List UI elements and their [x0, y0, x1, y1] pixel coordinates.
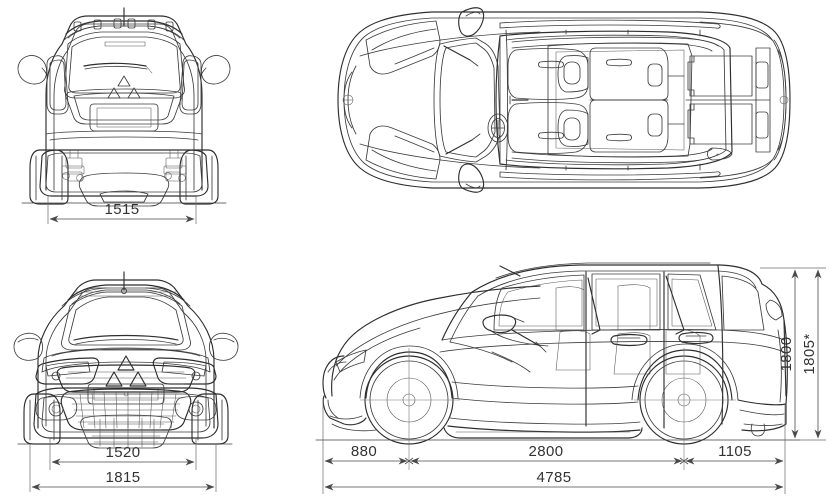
- mitsubishi-logo-front: [105, 355, 147, 387]
- dimension-front-track: 1520: [49, 438, 197, 470]
- dimension-overall-length: 4785: [324, 469, 784, 491]
- grille-mesh: [69, 391, 183, 429]
- dimension-label-front-overhang: 880: [351, 443, 377, 460]
- side-view: 880 2800 1105 4785 1800 1805*: [315, 262, 826, 494]
- dimension-rear-track: 1515: [47, 196, 197, 224]
- top-view: [337, 7, 791, 193]
- dimension-label-wheelbase: 2800: [529, 443, 564, 460]
- dimension-label-overall-width: 1815: [106, 469, 141, 486]
- third-row-seats: [685, 47, 771, 153]
- dimension-label-overall-height-roof-rails: 1805*: [801, 333, 818, 374]
- second-row-seats: [589, 47, 685, 153]
- mirror-top-left: [458, 7, 485, 37]
- dimension-overall-height: 1800: [778, 269, 799, 439]
- rear-view: 1515: [17, 7, 231, 224]
- dimension-label-overall-height: 1800: [778, 337, 795, 372]
- dimension-overall-height-roof-rails: 1805*: [801, 269, 822, 439]
- dimension-overall-width: 1815: [29, 444, 217, 492]
- dimension-label-front-track: 1520: [106, 444, 141, 461]
- mitsubishi-logo-rear: [107, 75, 141, 99]
- rear-hitch-detail-left: [61, 149, 85, 182]
- dimension-front-overhang: 880: [324, 443, 408, 465]
- side-mirror: [482, 314, 517, 334]
- mirror-top-right: [458, 163, 485, 193]
- dimension-label-rear-track: 1515: [105, 201, 140, 218]
- dimension-label-rear-overhang: 1105: [718, 443, 752, 460]
- dimension-wheelbase: 2800: [410, 443, 683, 465]
- dimension-label-overall-length: 4785: [537, 469, 572, 486]
- front-view: 1520 1815: [13, 271, 239, 492]
- steering-wheel: [487, 113, 509, 143]
- front-seats: [507, 48, 589, 154]
- dimension-rear-overhang: 1105: [685, 443, 784, 465]
